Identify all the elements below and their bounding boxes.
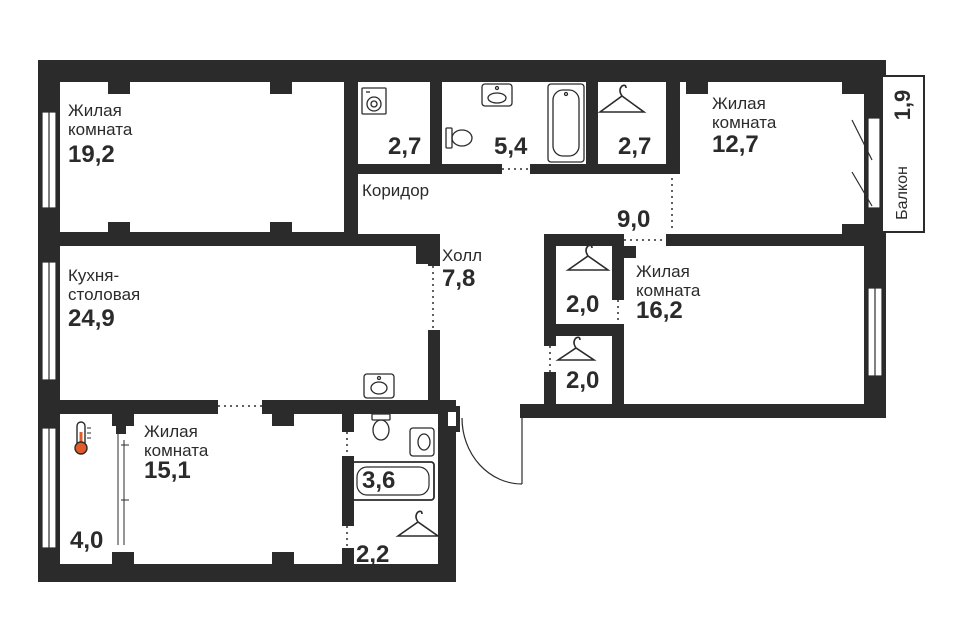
room-area-boiler: 4,0	[70, 527, 104, 554]
bathtub-icon	[351, 461, 435, 501]
room-dividers	[218, 94, 673, 548]
room-name-living-3: Жилая комната	[636, 262, 701, 300]
room-area-laundry: 2,7	[388, 133, 422, 160]
room-name-living-4: Жилая комната	[144, 422, 209, 460]
room-area-closet-2: 2,0	[566, 291, 600, 318]
room-area-kitchen: 24,9	[68, 305, 115, 332]
windows	[41, 111, 883, 549]
room-area-bathroom-2: 3,6	[362, 467, 396, 494]
room-area-living-1: 19,2	[68, 141, 115, 168]
washing-machine-icon	[361, 87, 387, 115]
room-name-hall: Холл	[442, 246, 483, 265]
hanger-icon	[565, 244, 611, 271]
balcony-outline	[851, 75, 925, 233]
balcony-name: Балкон	[894, 166, 911, 220]
room-name-kitchen: Кухня- столовая	[68, 266, 141, 304]
toilet-icon	[445, 127, 473, 149]
room-name-living-1: Жилая комната	[68, 101, 133, 139]
balcony-area: 1,9	[890, 89, 915, 121]
room-area-closet-4: 2,2	[356, 541, 390, 568]
room-area-closet-3: 2,0	[566, 367, 600, 394]
entrance-door[interactable]	[444, 406, 523, 485]
sink-icon	[363, 373, 395, 399]
hanger-icon	[597, 84, 647, 113]
room-area-bathroom-1: 5,4	[494, 133, 528, 160]
room-area-living-3: 16,2	[636, 297, 683, 324]
hanger-icon	[395, 510, 441, 537]
room-name-corridor: Коридор	[362, 181, 430, 200]
room-area-closet-1: 2,7	[618, 133, 652, 160]
room-area-living-2: 12,7	[712, 131, 759, 158]
hanger-icon	[555, 336, 597, 361]
room-name-living-2: Жилая комната	[712, 94, 777, 132]
walls	[38, 60, 886, 582]
room-area-corridor: 9,0	[617, 206, 651, 233]
thermometer-icon	[74, 421, 91, 455]
bathtub-icon	[547, 83, 585, 163]
toilet-icon	[371, 413, 391, 441]
room-area-hall: 7,8	[442, 265, 476, 292]
sink-icon	[481, 83, 513, 107]
sink-icon	[409, 427, 435, 457]
sliding-doors	[117, 434, 129, 545]
room-area-living-4: 15,1	[144, 457, 191, 484]
